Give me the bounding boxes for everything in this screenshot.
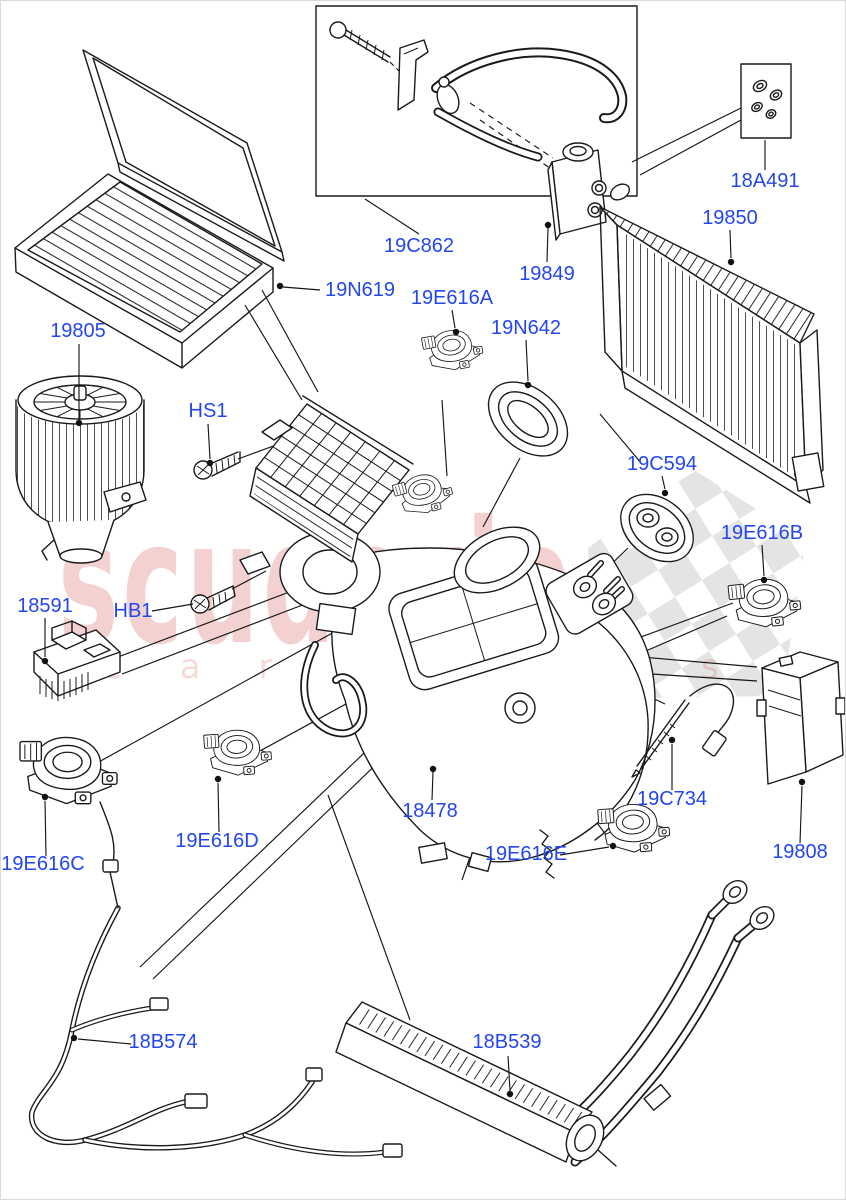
pipe-gasket	[620, 493, 694, 563]
part-label-18B574: 18B574	[129, 1031, 198, 1053]
part-label-19C862: 19C862	[384, 235, 454, 257]
part-label-19808: 19808	[772, 841, 828, 863]
pipe-kit-box	[315, 5, 638, 197]
resistor-fins	[39, 672, 89, 701]
actuator-19E616D	[202, 727, 273, 778]
heater-core-and-pipes	[335, 879, 775, 1167]
lattice-grid	[264, 413, 401, 525]
actuator-pigtail	[99, 801, 115, 869]
part-label-HS1: HS1	[189, 400, 228, 422]
heater-pipe-ports	[545, 552, 634, 635]
temp-sensor	[631, 683, 735, 778]
part-label-18478: 18478	[402, 800, 458, 822]
air-duct-seal	[487, 381, 569, 457]
expansion-valve	[547, 142, 631, 241]
bolt-head	[329, 21, 347, 39]
evaporator	[599, 206, 825, 504]
heater-main-unit	[239, 395, 656, 879]
part-label-19C594: 19C594	[627, 453, 697, 475]
part-label-19E616B: 19E616B	[721, 522, 803, 544]
part-label-19849: 19849	[519, 263, 575, 285]
part-label-18A491: 18A491	[731, 170, 800, 192]
seal-kit	[740, 63, 792, 139]
part-label-18591: 18591	[17, 595, 73, 617]
part-label-HB1: HB1	[114, 600, 153, 622]
wiring-harness	[28, 859, 403, 1158]
clip-bracket	[239, 551, 271, 575]
filter-lid	[82, 49, 285, 262]
mounting-tab	[261, 419, 293, 441]
drain-tube	[539, 829, 555, 879]
part-label-19850: 19850	[702, 207, 758, 229]
part-label-19N619: 19N619	[325, 279, 395, 301]
part-label-19N642: 19N642	[491, 317, 561, 339]
part-label-19E616E: 19E616E	[485, 843, 567, 865]
screw-hb1	[190, 585, 236, 614]
part-label-18B539: 18B539	[473, 1031, 542, 1053]
part-labels: 19805 19N619 19C862 19849 18A491 19850 1…	[1, 170, 828, 1053]
screw-hs1	[193, 451, 241, 480]
part-label-19805: 19805	[50, 320, 106, 342]
part-label-19C734: 19C734	[637, 788, 707, 810]
cabin-filter	[14, 173, 274, 369]
actuator-19E616C	[19, 736, 118, 805]
control-module	[756, 651, 846, 785]
pipe-bracket	[397, 39, 429, 111]
evap-fitting	[609, 183, 631, 201]
part-label-19E616A: 19E616A	[411, 287, 494, 309]
leader-lines	[41, 140, 806, 1098]
part-label-19E616D: 19E616D	[175, 830, 258, 852]
blower-resistor	[33, 620, 121, 701]
blower-motor	[15, 375, 147, 564]
part-label-19E616C: 19E616C	[1, 853, 84, 875]
